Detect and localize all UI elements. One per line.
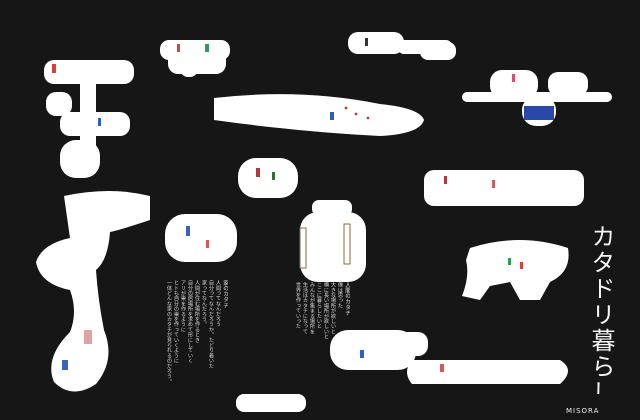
essay-left-line: 人間が住む場所を作るとき [194, 280, 200, 343]
essay-right-line: 大きな場所が欲しいと [330, 282, 336, 334]
essay-right-line: 横に長い場所が欲しいと [323, 282, 329, 340]
essay-right-line: 生活はカタチになって [302, 282, 308, 334]
essay-left: 家のカタチ 人間ってなんだろう 自分ってなんだろうか。たどり着いた 家ってなんだ… [118, 280, 228, 398]
essay-right-line: 世界を作っていった [295, 282, 301, 329]
essay-right-line: みんなが集まる場所を [309, 282, 315, 334]
tiny-figures [52, 38, 554, 372]
poster-title: カタドリ暮らし [587, 224, 615, 394]
essay-right-line: 僕は思った [337, 282, 343, 308]
essay-right: 人間のカタチ 僕は思った 大きな場所が欲しいと 横に長い場所が欲しいと ここに暮… [262, 282, 350, 386]
essay-right-heading: 人間のカタチ [344, 282, 350, 316]
essay-left-line: 自分ってなんだろうか。たどり着いた [208, 280, 214, 369]
essay-left-heading: 家のカタチ [222, 280, 228, 308]
essay-left-line: 自分の居場所を求めて形にしていく [187, 280, 193, 364]
credit-text: MISORA [566, 407, 600, 415]
essay-left-line: アリが巣を作るように [180, 280, 186, 332]
essay-left-line: 家ってなんだろう。 [201, 280, 207, 327]
essay-left-line: ヒトも自分の巣を作っていくように [173, 280, 179, 364]
essay-right-line: ここに暮らしたいと [316, 282, 322, 329]
nest-chambers [36, 32, 612, 412]
essay-left-line: 人間ってなんだろう [215, 280, 221, 327]
essay-left-line: 一体どんな家のカタチが見られるのだろう。 [166, 280, 172, 384]
